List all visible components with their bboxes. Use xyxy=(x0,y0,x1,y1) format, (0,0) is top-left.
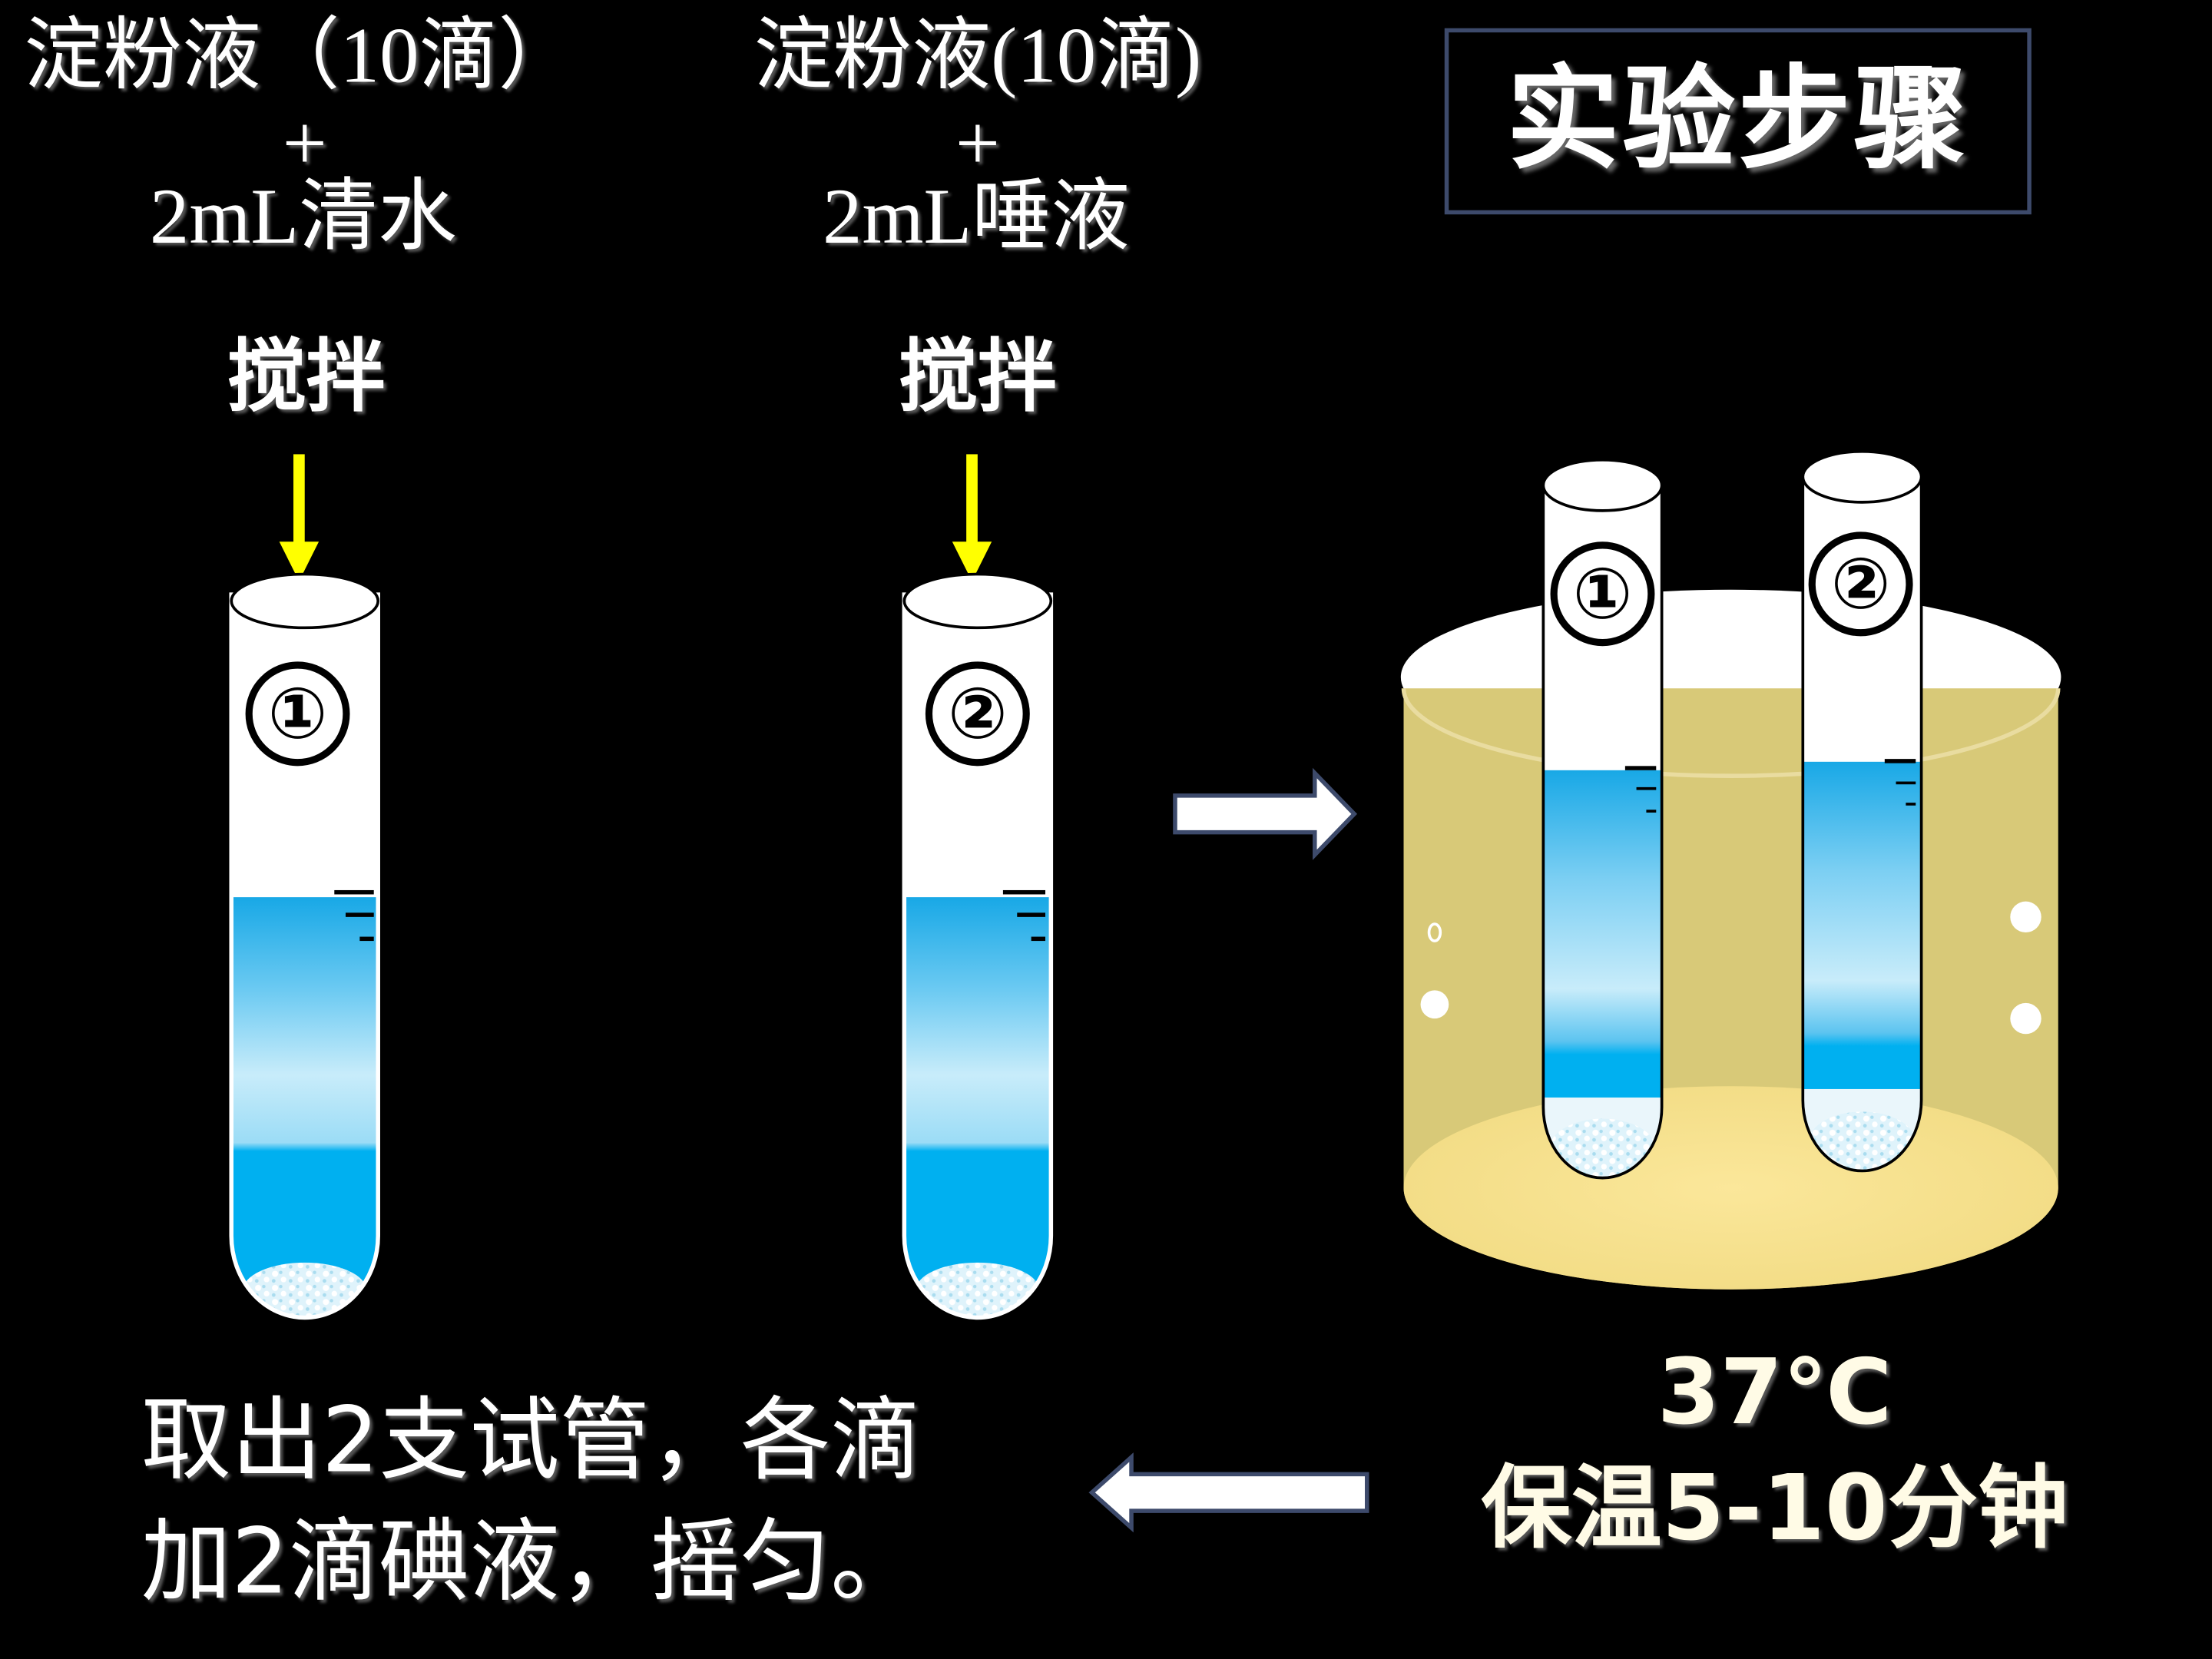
bubble xyxy=(1427,922,1442,942)
bubble xyxy=(2010,901,2041,933)
tube-number-2: ② xyxy=(925,661,1030,767)
tube-number-1: ① xyxy=(245,661,350,767)
final-step-line1: 取出2支试管，各滴 xyxy=(141,1389,921,1495)
tube1-solution-line1: 淀粉液（10滴） xyxy=(24,12,578,101)
stir-label-1: 搅拌 xyxy=(227,331,386,424)
tube2-solution-line3: 2mL唾液 xyxy=(823,173,1130,261)
bath-tube-number-1: ① xyxy=(1550,541,1655,647)
bath-tube-number-2: ② xyxy=(1808,531,1913,637)
tube1-solution-line3: 2mL清水 xyxy=(149,173,457,261)
title-box: 实验步骤 xyxy=(1444,28,2032,215)
page-title: 实验步骤 xyxy=(1506,53,1970,185)
water-bath-beaker xyxy=(1400,589,2061,1290)
yellow-down-arrow-2 xyxy=(952,454,992,581)
graduation-marks-1 xyxy=(334,889,374,942)
yellow-down-arrow-1 xyxy=(279,454,320,581)
stir-label-2: 搅拌 xyxy=(898,331,1057,424)
right-arrow-icon xyxy=(1173,767,1358,860)
water-bath-temperature: 37℃ xyxy=(1657,1341,1892,1446)
bubble xyxy=(1420,990,1449,1019)
tube2-plus-sign: + xyxy=(955,100,1000,188)
final-step-line2: 加2滴碘液，摇匀。 xyxy=(141,1511,921,1616)
tube2-solution-line1: 淀粉液(10滴) xyxy=(753,12,1202,101)
water-bath-duration: 保温5-10分钟 xyxy=(1481,1457,2068,1562)
left-arrow-icon xyxy=(1088,1452,1369,1533)
tube1-plus-sign: + xyxy=(282,100,327,188)
graduation-marks-3 xyxy=(1624,766,1657,813)
graduation-marks-2 xyxy=(1002,889,1045,942)
bubble xyxy=(2010,1002,2041,1035)
graduation-marks-4 xyxy=(1884,759,1916,806)
